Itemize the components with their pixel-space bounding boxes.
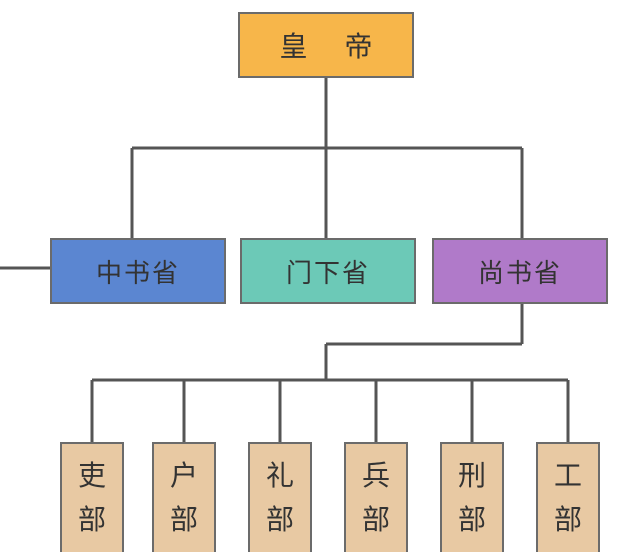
ministry-char-2: 部 (265, 503, 294, 536)
ministry-char-2: 部 (361, 503, 390, 536)
ministry-box-xing: 刑 部 (440, 442, 504, 552)
ministry-char-1: 户 (169, 459, 198, 492)
ministry-char-1: 工 (553, 459, 582, 492)
ministry-box-li-rites: 礼 部 (248, 442, 312, 552)
ministry-char-1: 兵 (361, 459, 390, 492)
ministry-char-1: 礼 (265, 459, 294, 492)
emperor-box: 皇 帝 (238, 12, 414, 78)
shangshu-box: 尚书省 (432, 238, 608, 304)
ministry-char-2: 部 (553, 503, 582, 536)
ministry-char-2: 部 (77, 503, 106, 536)
zhongshu-box: 中书省 (50, 238, 226, 304)
ministry-char-2: 部 (457, 503, 486, 536)
ministry-char-1: 刑 (457, 459, 486, 492)
menxia-box: 门下省 (240, 238, 416, 304)
ministry-char-2: 部 (169, 503, 198, 536)
ministry-box-li: 吏 部 (60, 442, 124, 552)
ministry-box-gong: 工 部 (536, 442, 600, 552)
ministry-box-hu: 户 部 (152, 442, 216, 552)
ministry-char-1: 吏 (77, 459, 106, 492)
ministry-box-bing: 兵 部 (344, 442, 408, 552)
